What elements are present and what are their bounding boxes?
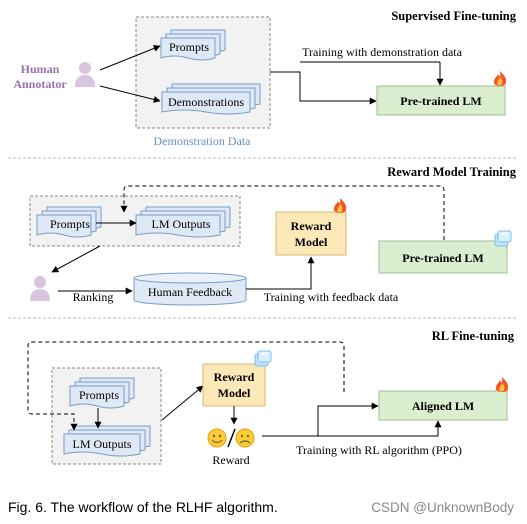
sft-demonstrations-label: Demonstrations	[168, 95, 244, 109]
fire-icon	[495, 377, 509, 392]
rm-pretrained-lm-label: Pre-trained LM	[402, 251, 483, 265]
sft-pretrained-lm-label: Pre-trained LM	[400, 94, 481, 108]
rl-training-label: Training with RL algorithm (PPO)	[296, 443, 462, 457]
rl-reward-model-box	[202, 363, 266, 407]
sft-training-label: Training with demonstration data	[302, 45, 463, 59]
smiley-frowny-icon	[207, 428, 255, 448]
rm-reward-model-label-line2: Model	[295, 235, 328, 249]
watermark: CSDN @UnknownBody	[371, 500, 514, 515]
reward-label: Reward	[212, 453, 249, 467]
rl-prompts-doc: Prompts	[69, 377, 135, 409]
human-feedback-label: Human Feedback	[148, 285, 232, 299]
demonstration-data-label: Demonstration Data	[154, 134, 252, 148]
annotator-label-line2: Annotator	[13, 77, 67, 91]
fire-icon	[493, 71, 507, 86]
rm-training-label: Training with feedback data	[264, 290, 399, 304]
aligned-lm-box	[378, 390, 508, 421]
arrow-annotator-to-prompts	[99, 45, 161, 71]
rm-reward-model-label-line1: Reward	[291, 219, 332, 233]
rm-prompts-label: Prompts	[50, 217, 90, 231]
rl-reward-model-label-line1: Reward	[214, 370, 255, 384]
rl-reward-model-label-line2: Model	[218, 386, 251, 400]
ice-cube-icon	[494, 230, 512, 247]
dashed-aligned-to-outputs	[27, 341, 345, 431]
sft-demonstrations-doc: Demonstrations	[161, 83, 261, 115]
ranking-label: Ranking	[73, 290, 114, 304]
arrow-outputs-to-reward-model	[161, 385, 204, 421]
rl-lm-outputs-doc: LM Outputs	[63, 425, 151, 457]
rm-pretrained-lm-box	[378, 240, 508, 274]
section-title-sft: Supervised Fine-tuning	[391, 9, 516, 23]
rl-lm-outputs-label: LM Outputs	[72, 437, 131, 451]
aligned-lm-label: Aligned LM	[412, 399, 474, 413]
sft-prompts-doc: Prompts	[160, 29, 226, 61]
human-feedback-db: Human Feedback	[133, 272, 247, 306]
rm-lm-outputs-label: LM Outputs	[151, 217, 210, 231]
rm-lm-outputs-doc: LM Outputs	[135, 206, 231, 238]
rm-prompts-doc: Prompts	[36, 206, 102, 238]
arrow-demo-to-pretrained	[270, 71, 377, 105]
figure-caption: Fig. 6. The workflow of the RLHF algorit…	[8, 499, 278, 515]
rm-reward-model-box	[275, 211, 347, 256]
section-title-rm: Reward Model Training	[387, 165, 516, 179]
arrow-annotator-to-demonstrations	[99, 85, 161, 103]
ice-cube-icon	[254, 350, 272, 367]
arrow-feedback-to-reward-model	[246, 256, 315, 290]
fire-icon	[333, 198, 347, 213]
person-icon	[30, 276, 50, 301]
annotator-label-line1: Human	[21, 62, 60, 76]
sft-pretrained-lm-box	[376, 85, 506, 116]
person-icon	[75, 62, 95, 87]
section-title-rl: RL Fine-tuning	[432, 329, 515, 343]
sft-prompts-label: Prompts	[169, 40, 209, 54]
rl-prompts-label: Prompts	[79, 388, 119, 402]
arrow-outputs-to-annotator	[51, 245, 101, 273]
arrow-reward-to-aligned	[262, 402, 379, 437]
dashed-pretrained-to-outputs	[120, 185, 445, 240]
